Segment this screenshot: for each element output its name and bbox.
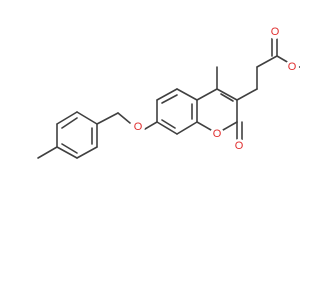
chain-bond-3 xyxy=(256,55,278,68)
coumarin-pyranone-ring xyxy=(196,88,238,131)
ester-carbonyl-oxygen-label: O xyxy=(271,26,280,38)
carbonyl-oxygen-label-group: O xyxy=(232,139,246,153)
oxygen-coumarin-bond xyxy=(144,121,158,130)
ester-oxygen-bond xyxy=(276,55,290,64)
molecule-structure: O O O O O xyxy=(37,25,300,159)
ester-oxygen-label: O xyxy=(288,61,297,73)
ester-carbonyl-oxygen-label-group: O xyxy=(268,25,282,39)
chain-bond-1 xyxy=(236,88,258,101)
ring-oxygen-label: O xyxy=(213,128,222,140)
ester-oxygen-label-group: O xyxy=(285,60,299,74)
tolyl-ring xyxy=(37,111,98,159)
coumarin-benzo-ring xyxy=(156,88,198,135)
benzyl-ch2-bond xyxy=(96,112,119,125)
ch2-oxygen-bond xyxy=(117,112,131,124)
ether-oxygen-label-group: O xyxy=(131,120,145,134)
ring-oxygen-label-group: O xyxy=(210,127,224,141)
ether-oxygen-label: O xyxy=(134,121,143,133)
carbonyl-oxygen-label: O xyxy=(235,140,244,152)
